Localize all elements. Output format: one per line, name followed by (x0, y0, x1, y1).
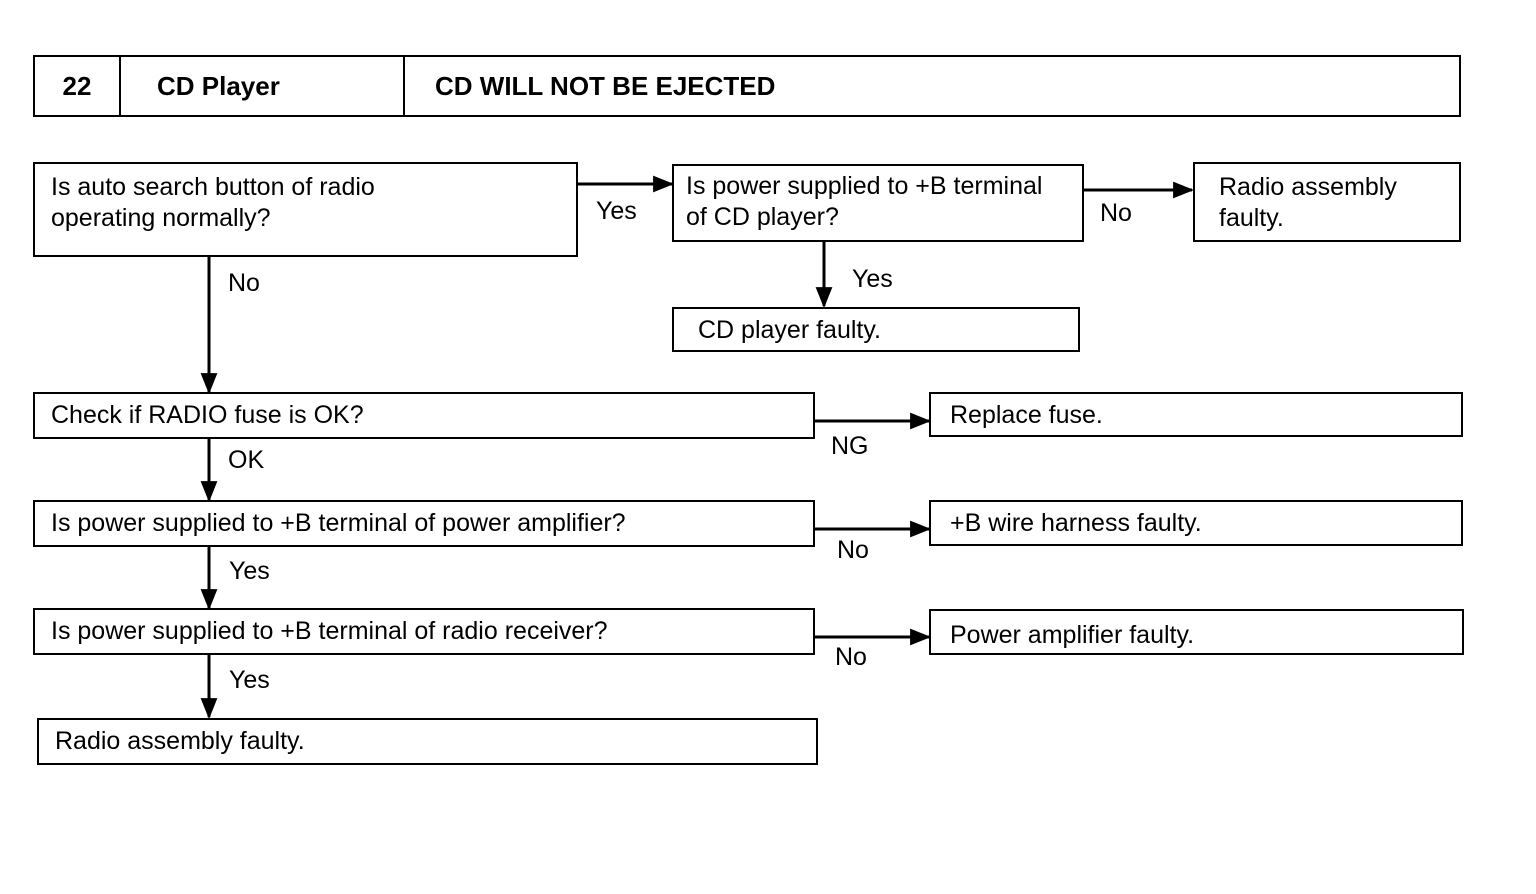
label-no: No (835, 643, 867, 671)
box-check-fuse: Check if RADIO fuse is OK? (33, 392, 815, 439)
label-no: No (1100, 199, 1132, 227)
box-power-amplifier: Is power supplied to +B terminal of powe… (33, 500, 815, 547)
box-auto-search: Is auto search button of radio operating… (33, 162, 578, 257)
box-power-amplifier-faulty: Power amplifier faulty. (929, 609, 1464, 655)
box-power-cd-player: Is power supplied to +B terminal of CD p… (672, 164, 1084, 242)
page-title: CD WILL NOT BE EJECTED (435, 70, 776, 101)
label-ng: NG (831, 432, 869, 460)
label-yes: Yes (852, 265, 893, 293)
label-ok: OK (228, 446, 265, 474)
box-radio-assembly-faulty-top: Radio assembly faulty. (1193, 162, 1461, 242)
label-no: No (837, 536, 869, 564)
box-replace-fuse: Replace fuse. (929, 392, 1463, 437)
header-divider (403, 57, 405, 115)
section-number: 22 (62, 70, 92, 101)
box-radio-assembly-faulty-bottom: Radio assembly faulty. (37, 718, 818, 765)
box-wire-harness-faulty: +B wire harness faulty. (929, 500, 1463, 546)
header-table: 22 CD Player CD WILL NOT BE EJECTED (33, 55, 1461, 117)
label-no: No (228, 269, 260, 297)
box-power-radio-receiver: Is power supplied to +B terminal of radi… (33, 608, 815, 655)
label-yes: Yes (229, 557, 270, 585)
header-divider (119, 57, 121, 115)
label-yes: Yes (229, 666, 270, 694)
label-yes: Yes (596, 197, 637, 225)
box-cd-player-faulty: CD player faulty. (672, 307, 1080, 352)
section-name: CD Player (157, 70, 280, 101)
